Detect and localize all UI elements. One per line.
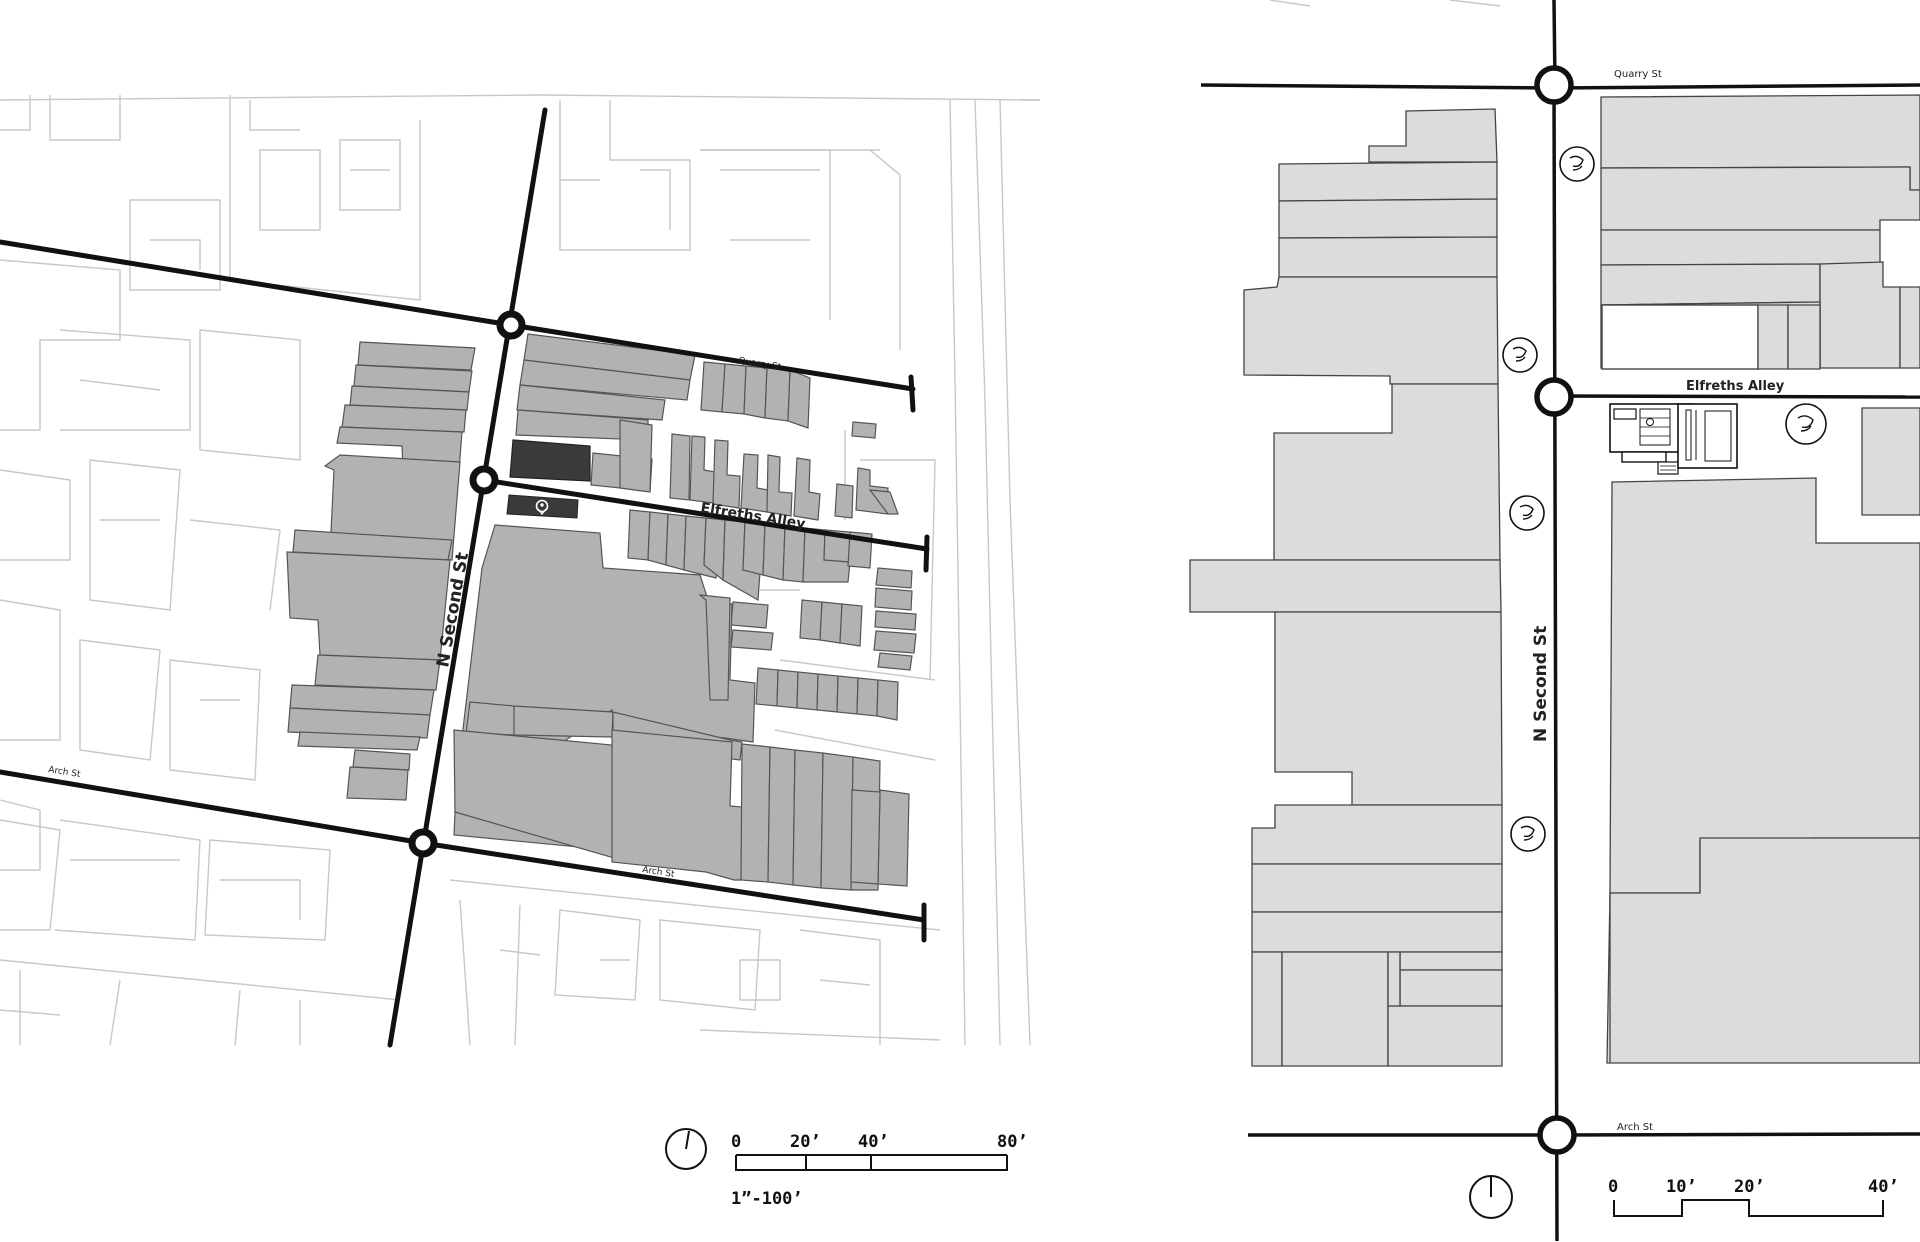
left-north-arrow-icon <box>665 1128 707 1170</box>
left-scale-tick-20: 20’ <box>790 1132 821 1152</box>
left-buildings-west <box>286 341 476 801</box>
left-streets <box>0 107 930 1048</box>
right-house-detail[interactable] <box>1609 403 1738 475</box>
left-label-arch-west: Arch St <box>48 765 82 780</box>
right-label-quarry: Quarry St <box>1614 69 1662 80</box>
location-marker[interactable] <box>506 494 579 519</box>
left-scale-tick-80: 80’ <box>997 1132 1028 1152</box>
left-scale-tick-0: 0 <box>731 1132 741 1152</box>
right-scale-tick-20: 20’ <box>1734 1177 1765 1197</box>
left-scale-tick-40: 40’ <box>858 1132 889 1152</box>
right-scale-tick-0: 0 <box>1608 1177 1618 1197</box>
left-map: Quarry St Elfreths Alley N Second St Arc… <box>0 94 1041 1209</box>
right-streets <box>1200 0 1920 1242</box>
right-scale-tick-10: 10’ <box>1666 1177 1697 1197</box>
right-north-arrow-icon <box>1469 1175 1513 1219</box>
tree-icon <box>1785 403 1827 445</box>
white-building <box>1601 304 1759 370</box>
tree-icon <box>1509 495 1545 531</box>
context-parcels <box>0 94 1041 1046</box>
tree-icon <box>1559 146 1595 182</box>
location-pin-icon <box>535 499 549 516</box>
right-scale-tick-40: 40’ <box>1868 1177 1899 1197</box>
tree-icon <box>1510 816 1546 852</box>
left-scale-ratio: 1”-100’ <box>731 1189 803 1209</box>
right-label-second: N Second St <box>1531 626 1551 742</box>
right-buildings-east <box>1600 94 1920 1064</box>
highlighted-building[interactable] <box>509 439 591 482</box>
tree-icon <box>1502 337 1538 373</box>
right-label-arch: Arch St <box>1617 1122 1653 1133</box>
right-map: Quarry St Elfreths Alley N Second St Arc… <box>1189 0 1920 1242</box>
right-buildings-west <box>1189 108 1503 1067</box>
left-scale-bar: 0 20’ 40’ 80’ 1”-100’ <box>731 1132 1028 1209</box>
right-scale-bar: 0 10’ 20’ 40’ <box>1608 1177 1899 1217</box>
right-label-elfreths: Elfreths Alley <box>1686 379 1785 394</box>
left-buildings-east <box>453 333 917 891</box>
